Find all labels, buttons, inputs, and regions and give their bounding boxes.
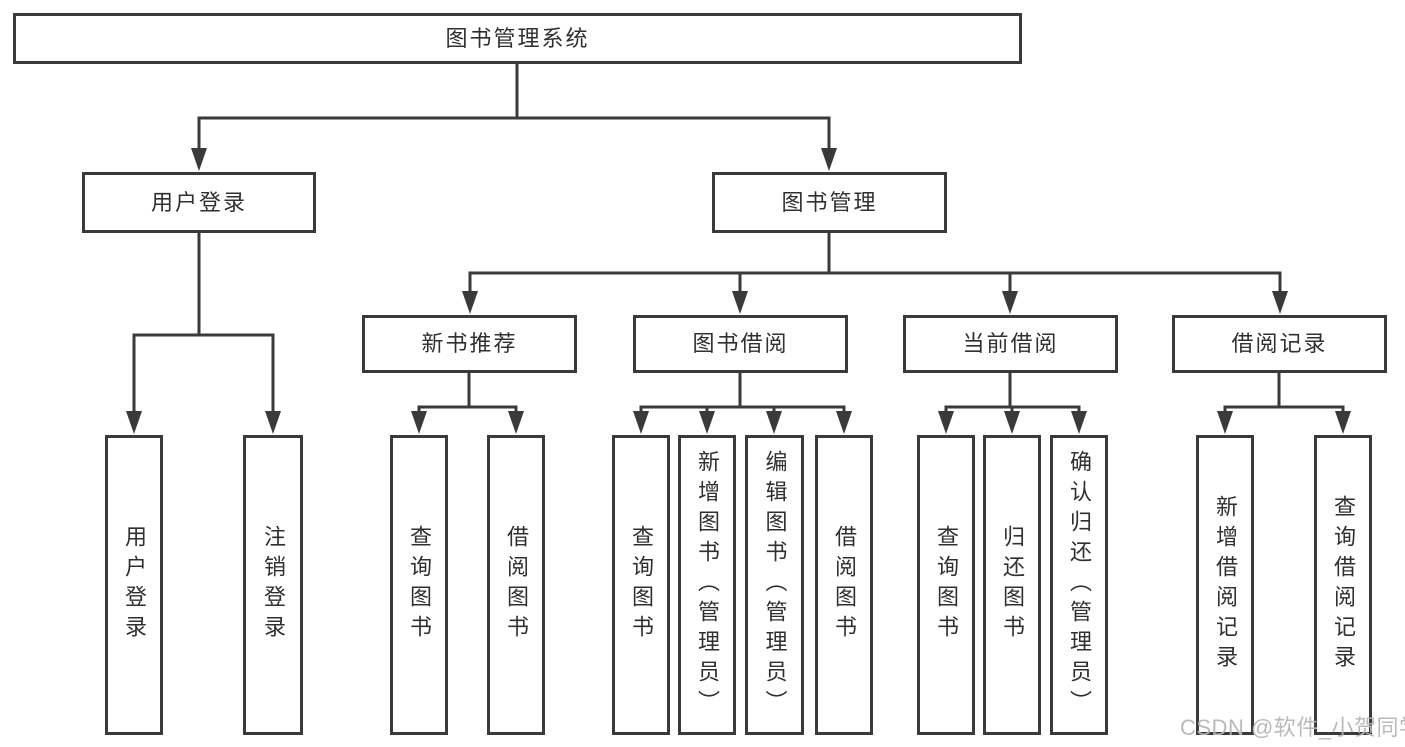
node-query-books-recommend: 查询图书 [390,435,448,735]
node-current-borrowing: 当前借阅 [903,315,1118,373]
node-library-system: 图书管理系统 [13,13,1022,64]
node-book-management-module: 图书管理 [712,172,947,233]
node-logout: 注销登录 [243,435,303,735]
node-edit-book-admin: 编辑图书（管理员） [745,435,804,735]
node-new-book-recommendation: 新书推荐 [362,315,577,373]
node-borrow-books-recommend: 借阅图书 [487,435,545,735]
node-confirm-return-admin: 确认归还（管理员） [1050,435,1108,735]
node-query-books-borrow: 查询图书 [612,435,670,735]
node-book-borrowing: 图书借阅 [633,315,848,373]
watermark: CSDN @软件_小贺同学 [1180,715,1405,740]
node-borrowing-records: 借阅记录 [1172,315,1387,373]
node-return-books: 归还图书 [983,435,1041,735]
node-user-login: 用户登录 [105,435,163,735]
node-add-book-admin: 新增图书（管理员） [678,435,736,735]
node-query-borrow-record: 查询借阅记录 [1314,435,1372,735]
node-add-borrow-record: 新增借阅记录 [1196,435,1254,735]
node-borrow-books: 借阅图书 [815,435,873,735]
node-user-login-module: 用户登录 [82,172,316,233]
node-query-books-current: 查询图书 [917,435,975,735]
